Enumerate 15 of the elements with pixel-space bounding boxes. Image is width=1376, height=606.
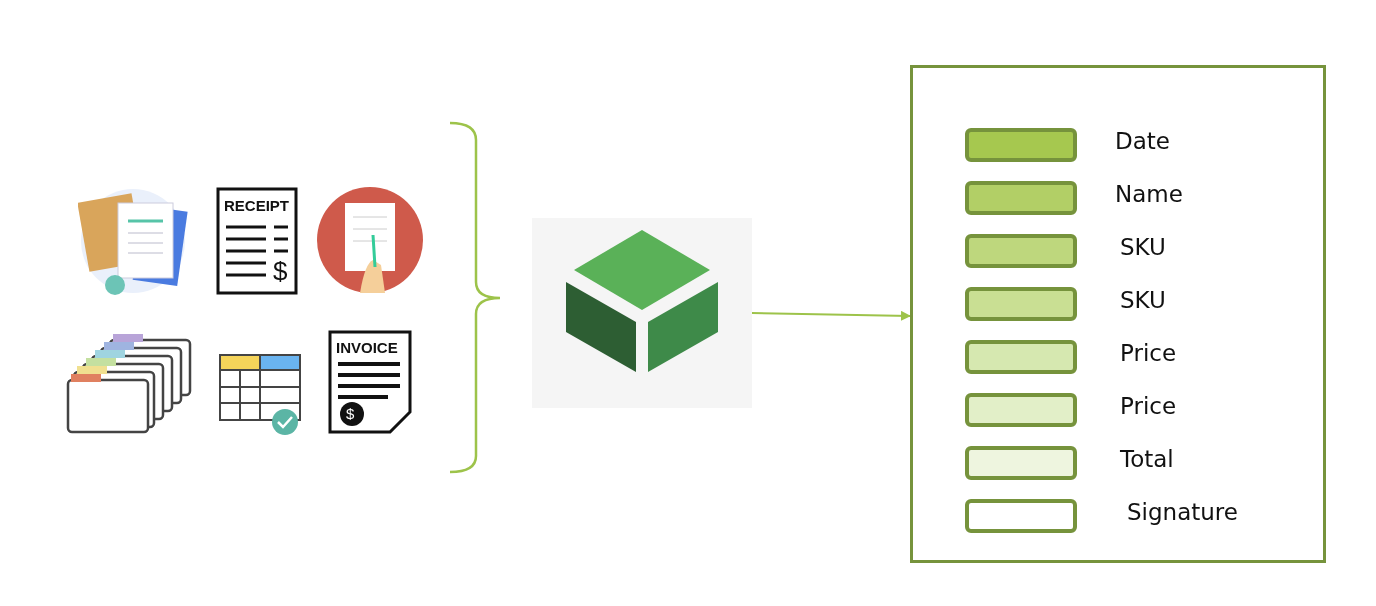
- output-panel: [910, 65, 1326, 563]
- field-label: SKU: [1120, 287, 1166, 313]
- field-label: SKU: [1120, 234, 1166, 260]
- field-label: Signature: [1127, 499, 1238, 525]
- dollar-sign: $: [273, 258, 288, 284]
- image-panel: [532, 218, 752, 408]
- field-label: Date: [1115, 128, 1170, 154]
- icon-heading: INVOICE: [336, 339, 398, 356]
- field-label: Total: [1120, 446, 1174, 472]
- arrow: [751, 310, 911, 321]
- dollar-sign: $: [346, 406, 355, 421]
- field-label: Name: [1115, 181, 1183, 207]
- field-label: Price: [1120, 340, 1177, 366]
- field-label: Price: [1120, 393, 1177, 419]
- icon-heading: RECEIPT: [224, 197, 289, 214]
